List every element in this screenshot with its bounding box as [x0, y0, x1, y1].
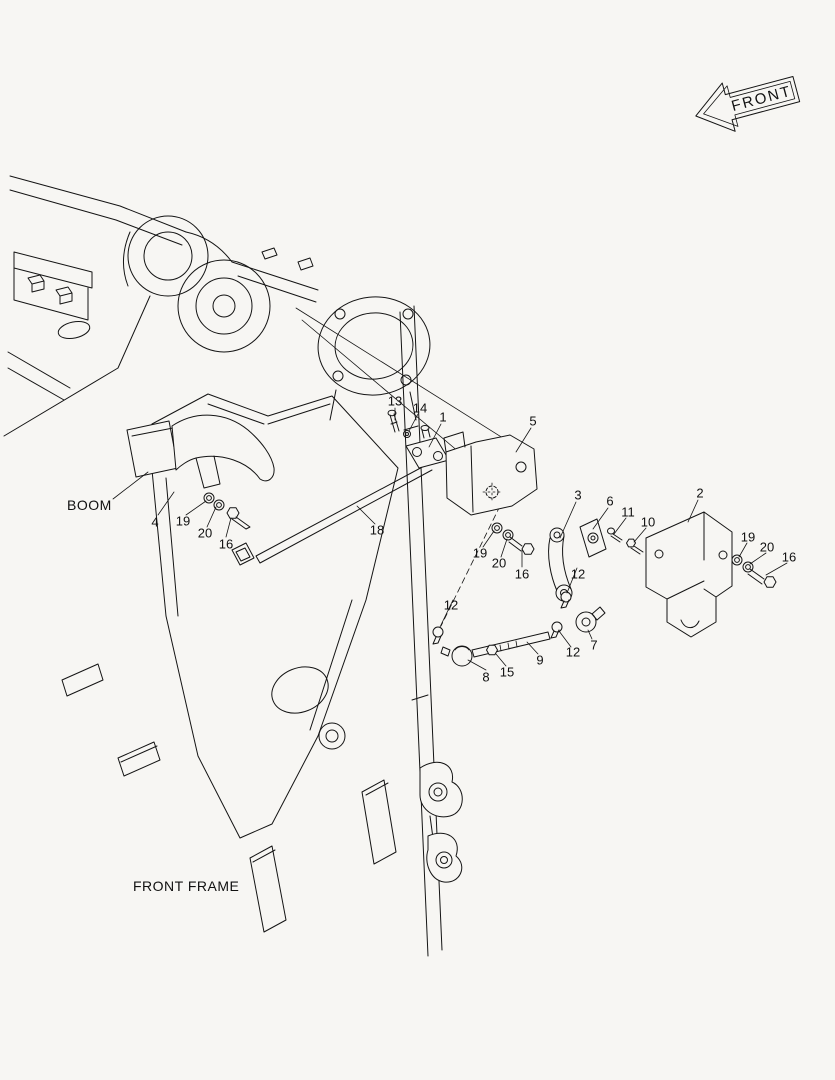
pivot-drum-art — [317, 296, 431, 421]
part-4-handle-art — [126, 414, 275, 489]
part-5-bracket-art — [443, 431, 538, 516]
part-callout-9-24: 9 — [536, 652, 544, 668]
boom-label: BOOM — [67, 497, 112, 513]
front-frame-art — [61, 305, 463, 957]
part-callout-19-13: 19 — [175, 513, 191, 529]
part-callout-15-23: 15 — [499, 664, 515, 680]
part-callout-5-3: 5 — [529, 413, 537, 429]
part-callout-7-26: 7 — [590, 637, 598, 653]
part-callout-11-6: 11 — [621, 504, 635, 520]
linkage-art — [432, 591, 606, 667]
fasteners-middle-art — [491, 522, 535, 555]
part-callout-16-11: 16 — [781, 549, 797, 565]
fasteners-right-art — [731, 554, 777, 588]
pointer-lines — [295, 307, 523, 627]
part-1-bracket-art — [387, 409, 450, 469]
part-callout-16-19: 16 — [514, 566, 530, 582]
part-callout-13-0: 13 — [387, 393, 403, 409]
part-callout-20-14: 20 — [197, 525, 213, 541]
part-callout-3-4: 3 — [574, 487, 582, 503]
part-callout-8-22: 8 — [482, 669, 490, 685]
part-6-plate-art — [579, 518, 644, 558]
part-callout-12-21: 12 — [443, 597, 459, 613]
part-callout-14-1: 14 — [412, 400, 428, 416]
part-callout-20-18: 20 — [491, 555, 507, 571]
part-callout-6-5: 6 — [606, 493, 614, 509]
fasteners-left-art — [203, 492, 251, 530]
part-callout-16-15: 16 — [218, 536, 234, 552]
part-18-rod-art — [231, 463, 433, 566]
part-callout-1-2: 1 — [439, 409, 447, 425]
part-callout-18-16: 18 — [369, 522, 385, 538]
front-frame-label: FRONT FRAME — [133, 878, 240, 894]
rear-frame-art — [3, 175, 319, 437]
leader-lines — [112, 407, 788, 671]
part-callout-12-20: 12 — [570, 566, 586, 582]
part-callout-10-7: 10 — [640, 514, 656, 530]
part-callout-12-25: 12 — [565, 644, 581, 660]
part-2-bracket-art — [645, 511, 733, 638]
part-callout-19-9: 19 — [740, 529, 756, 545]
part-callout-4-12: 4 — [151, 514, 159, 530]
part-callout-2-8: 2 — [696, 485, 704, 501]
part-callout-19-17: 19 — [472, 545, 488, 561]
part-callout-20-10: 20 — [759, 539, 775, 555]
